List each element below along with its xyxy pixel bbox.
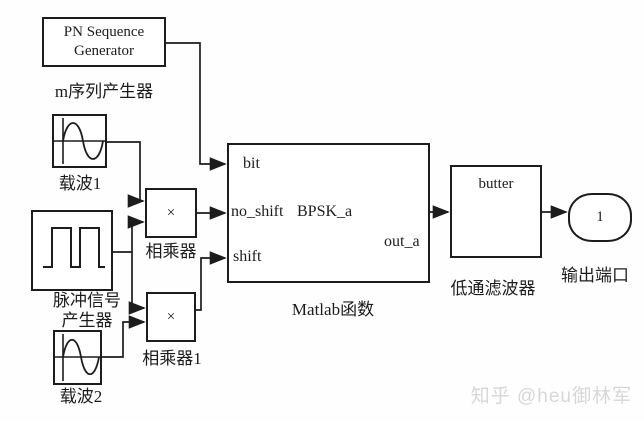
pulse-generator-block[interactable] [31, 210, 113, 291]
output-port-block[interactable]: 1 [568, 193, 632, 242]
matlab-block-caption: Matlab函数 [291, 300, 375, 319]
square-wave-icon [43, 227, 105, 268]
matlab-function-name: BPSK_a [297, 203, 353, 220]
sine-wave-icon [55, 334, 100, 381]
butter-filter-text: butter [478, 176, 514, 192]
matlab-port-shift: shift [233, 248, 262, 265]
carrier1-sine-block[interactable] [52, 114, 107, 168]
matlab-port-out-a: out_a [384, 233, 420, 250]
output-port-caption: 输出端口 [561, 266, 629, 285]
pn-block-text-line2: Generator [74, 43, 134, 59]
sine-wave-icon [54, 118, 105, 164]
matlab-function-block[interactable] [227, 143, 430, 283]
pulse-generator-caption: 脉冲信号 产生器 [53, 291, 121, 331]
output-port-number: 1 [596, 209, 604, 225]
pn-block-text-line1: PN Sequence [63, 24, 145, 40]
matlab-port-no-shift: no_shift [231, 203, 284, 220]
lowpass-filter-caption: 低通滤波器 [450, 279, 536, 298]
product2-caption: 相乘器1 [142, 349, 202, 368]
matlab-port-bit: bit [243, 155, 260, 172]
pulse-caption-line1: 脉冲信号 [53, 291, 121, 310]
zhihu-watermark: 知乎 @heu御林军 [470, 386, 632, 407]
product1-block[interactable]: × [145, 188, 197, 238]
wire-pn-to-bit [166, 42, 227, 171]
pulse-caption-line2: 产生器 [61, 311, 113, 330]
pn-sequence-generator-block[interactable]: PN Sequence Generator [42, 17, 166, 67]
carrier2-caption: 载波2 [59, 387, 103, 406]
wire-mult2-to-shift [196, 251, 227, 311]
multiply-symbol: × [166, 204, 176, 221]
wire-carrier1-to-mult1 [107, 141, 145, 208]
multiply-symbol: × [166, 308, 176, 325]
product2-block[interactable]: × [146, 292, 196, 342]
wire-pulse-to-mult1 [113, 215, 145, 253]
product1-caption: 相乘器 [145, 242, 197, 261]
pn-block-caption: m序列产生器 [54, 82, 154, 101]
wire-pulse-to-mult2 [128, 252, 146, 315]
carrier2-sine-block[interactable] [53, 330, 102, 385]
carrier1-caption: 载波1 [58, 174, 102, 193]
butter-filter-block[interactable] [450, 165, 542, 258]
